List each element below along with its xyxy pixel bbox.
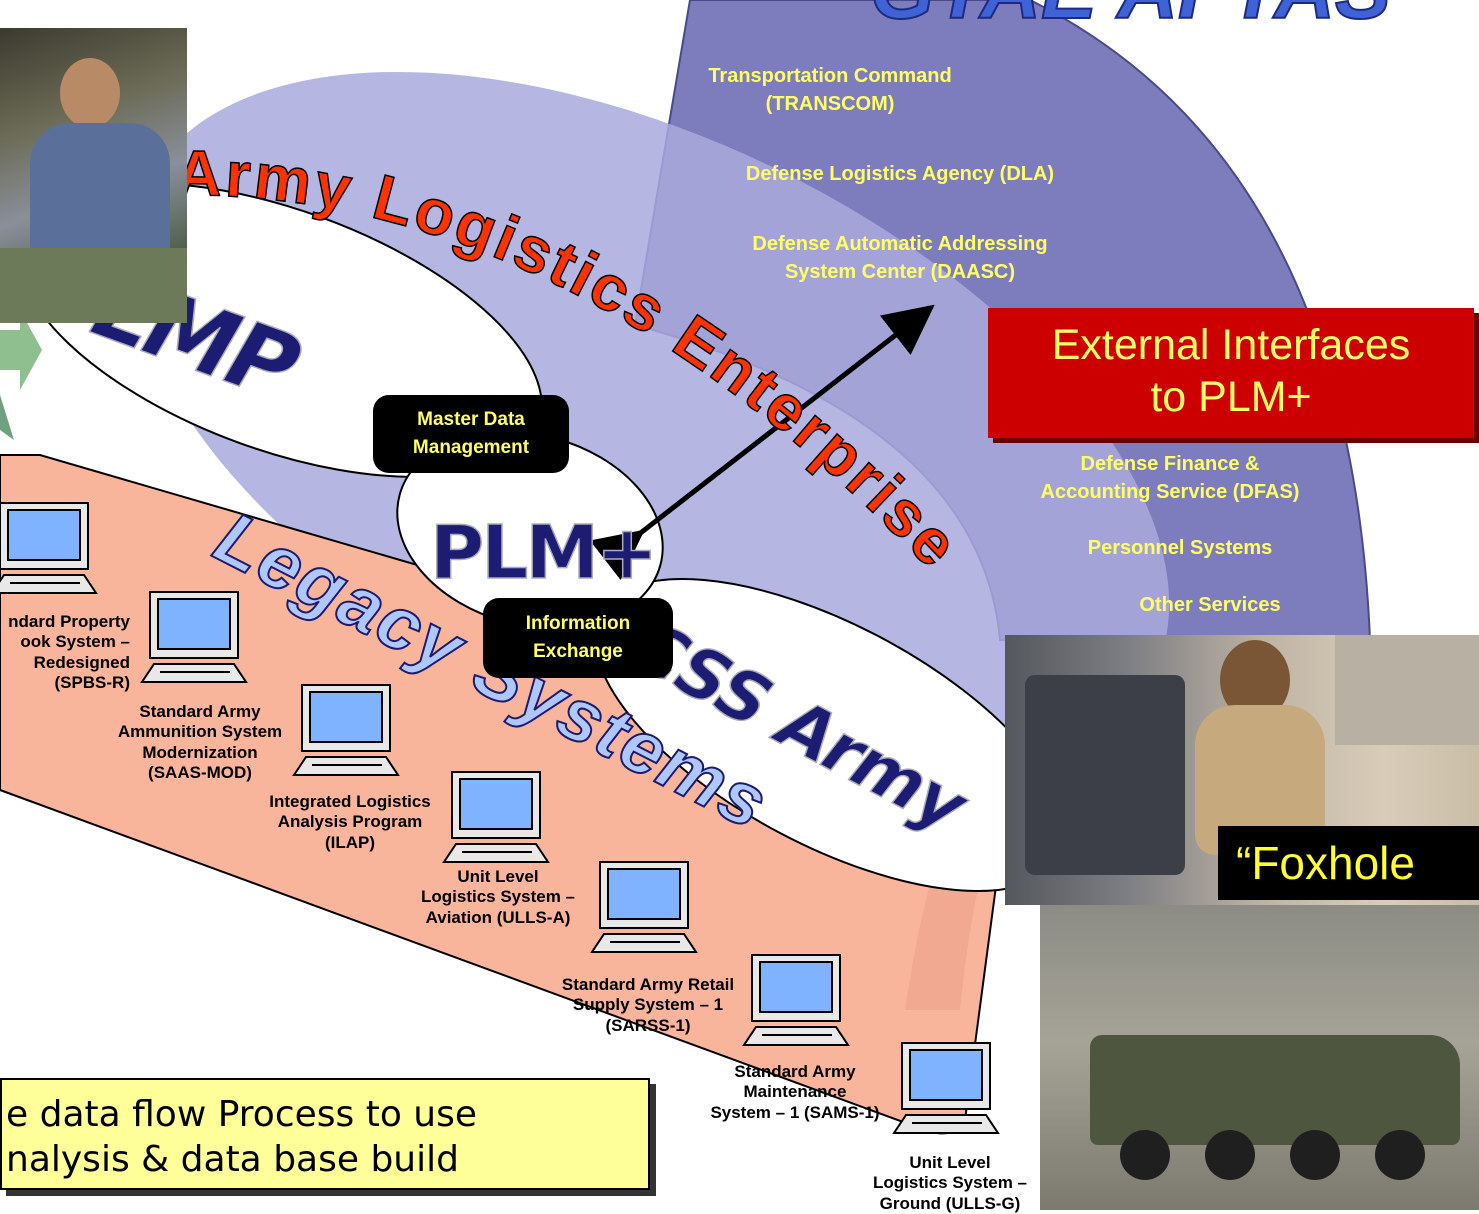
title-fragment: GTAE AFTAS [870, 0, 1391, 36]
computer-icon-4 [442, 771, 550, 863]
legacy-system-ulls-a: Unit Level Logistics System – Aviation (… [420, 867, 575, 927]
computer-icon-5 [590, 861, 698, 953]
left-down-arrow [0, 395, 14, 440]
external-item-transcom: Transportation Command (TRANSCOM) [708, 65, 952, 115]
legacy-system-sarss-1: Standard Army Retail Supply System – 1 (… [561, 975, 735, 1035]
external-item-dla: Defense Logistics Agency (DLA) [745, 163, 1055, 185]
computer-icons [0, 502, 1000, 1134]
computer-icon-6 [742, 954, 850, 1046]
computer-icon-3 [292, 684, 400, 776]
legacy-system-ilap: Integrated Logistics Analysis Program (I… [269, 792, 431, 852]
plm-label: PLM+ [430, 510, 655, 596]
foxhole-label: “Foxhole [1218, 826, 1479, 900]
computer-icon-2 [140, 591, 248, 683]
computer-icon-1 [0, 502, 98, 594]
master-data-label: Master Data Management [373, 395, 569, 473]
exchange-arrow [589, 304, 935, 581]
external-item-daasc: Defense Automatic Addressing System Cent… [752, 233, 1048, 283]
external-interfaces-box: External Interfaces to PLM+ [988, 308, 1474, 438]
legacy-system-spbs-r: ndard Property ook System – Redesigned (… [8, 612, 130, 693]
external-item-other-services: Other Services [1139, 594, 1281, 616]
legacy-system-sams-1: Standard Army Maintenance System – 1 (SA… [710, 1062, 880, 1122]
external-item-personnel: Personnel Systems [1087, 537, 1273, 559]
computer-icon-7 [892, 1042, 1000, 1134]
photo-armored-vehicle [1040, 905, 1479, 1210]
information-exchange-label: Information Exchange [483, 598, 673, 678]
left-green-arrow [0, 310, 42, 390]
external-item-dfas: Defense Finance & Accounting Service (DF… [1040, 453, 1300, 503]
legacy-system-saas-mod: Standard Army Ammunition System Moderniz… [117, 702, 283, 783]
legacy-system-ulls-g: Unit Level Logistics System – Ground (UL… [872, 1153, 1027, 1213]
photo-worker-topleft [0, 28, 187, 323]
process-note-box: e data flow Process to use nalysis & dat… [0, 1078, 650, 1190]
